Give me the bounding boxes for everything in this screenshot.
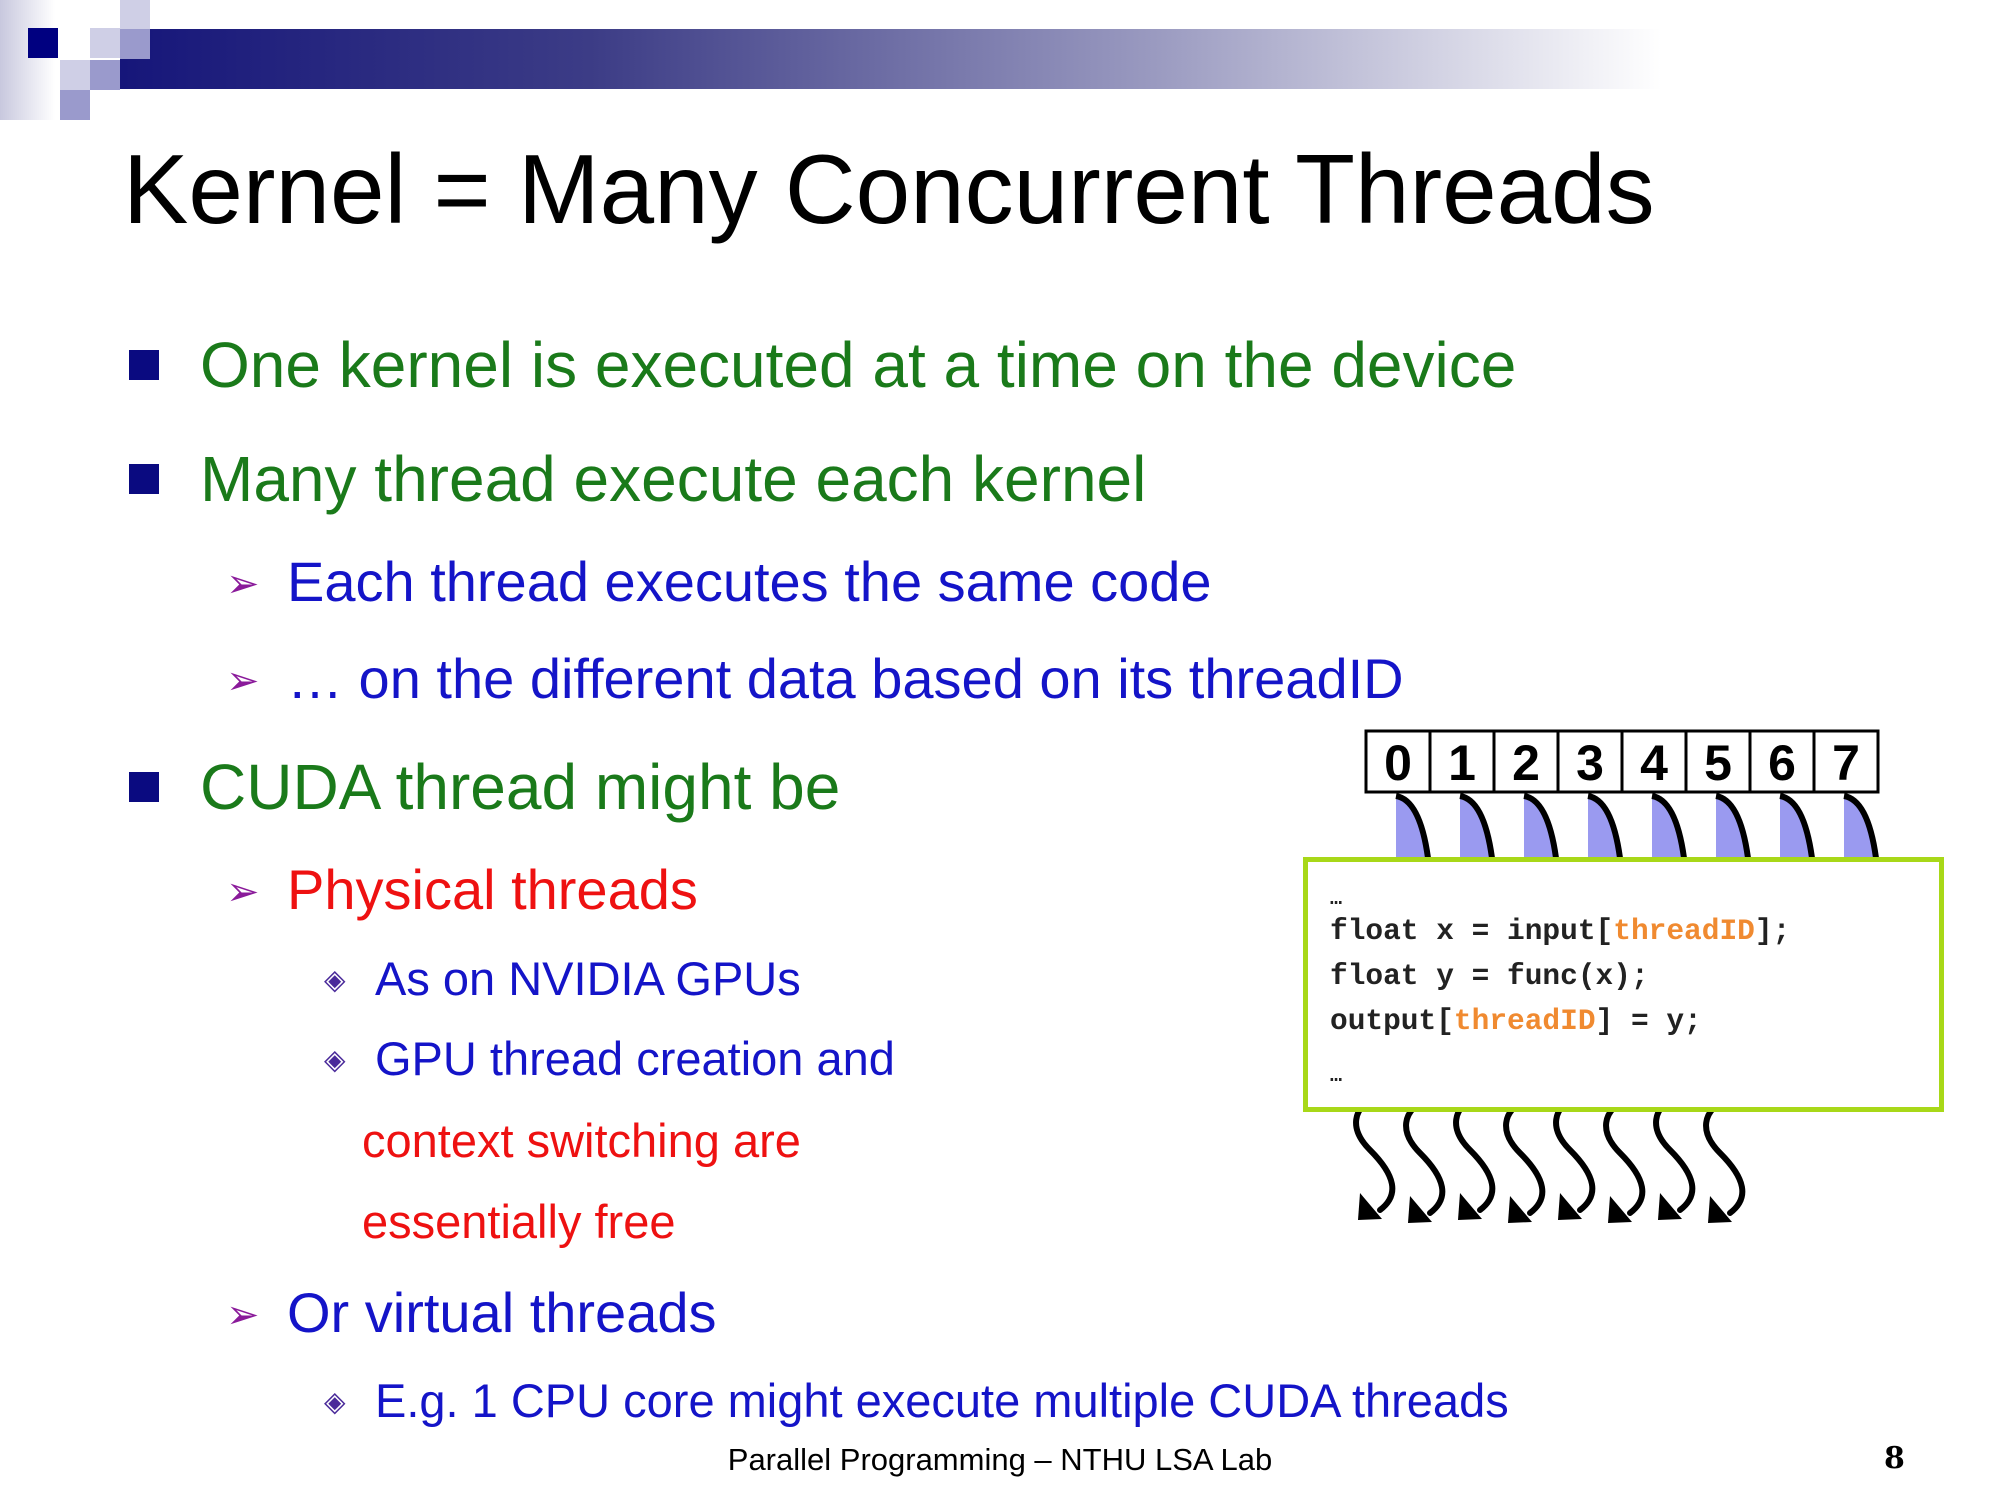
slide-footer: Parallel Programming – NTHU LSA Lab <box>727 1442 1273 1477</box>
thread-connector <box>1395 793 1431 859</box>
arrow-bullet-icon: ➢ <box>226 562 260 606</box>
header-gradient-bar <box>120 29 2000 89</box>
diamond-bullet-icon: ◈ <box>324 1386 346 1417</box>
thread-id-label: 7 <box>1832 735 1860 791</box>
code-text: output[ <box>1330 1004 1454 1038</box>
bullet-text: One kernel is executed at a time on the … <box>200 329 1517 401</box>
thread-tab <box>1780 796 1812 858</box>
bullet-text: E.g. 1 CPU core might execute multiple C… <box>375 1374 1509 1427</box>
thread-connector <box>1651 793 1687 859</box>
thread-id-cell <box>1684 729 1752 794</box>
arrowhead-icon <box>1408 1196 1432 1223</box>
thread-id-label: 6 <box>1768 735 1796 791</box>
thread-id-label: 2 <box>1512 735 1540 791</box>
squiggly-arrow-icon <box>1553 1092 1596 1213</box>
bullet-square-icon <box>129 350 159 380</box>
thread-connector <box>1523 793 1559 859</box>
diamond-bullet-icon: ◈ <box>324 1044 346 1075</box>
arrowhead-icon <box>1508 1196 1532 1223</box>
thread-id-cell <box>1620 729 1688 794</box>
arrowhead-icon <box>1608 1196 1632 1223</box>
squiggly-arrow-icon <box>1353 1092 1396 1213</box>
thread-id-label: 3 <box>1576 735 1604 791</box>
thread-tab <box>1460 796 1492 858</box>
code-line: float x = input[threadID]; <box>1330 914 1791 948</box>
thread-tab <box>1652 796 1684 858</box>
bullet-text: Or virtual threads <box>287 1281 717 1344</box>
bullet-text: CUDA thread might be <box>200 751 841 823</box>
page-number: 8 <box>1884 1441 1905 1476</box>
code-ellipsis: … <box>1330 1065 1343 1088</box>
thread-tab <box>1524 796 1556 858</box>
arrowhead-icon <box>1558 1193 1582 1220</box>
squiggly-arrow-icon <box>1703 1095 1746 1216</box>
thread-connector <box>1587 793 1623 859</box>
squiggly-arrow-icon <box>1603 1095 1646 1216</box>
squiggly-arrow-icon <box>1653 1092 1696 1213</box>
code-highlight: threadID <box>1453 1004 1596 1038</box>
arrowhead-icon <box>1458 1193 1482 1220</box>
decor-square <box>90 60 120 90</box>
arrowhead-icon <box>1358 1193 1382 1220</box>
bullet-text: Each thread executes the same code <box>287 550 1212 613</box>
thread-id-label: 0 <box>1384 735 1412 791</box>
code-line: output[threadID] = y; <box>1330 1004 1702 1038</box>
bullet-text: As on NVIDIA GPUs <box>375 952 801 1005</box>
code-highlight: threadID <box>1613 914 1755 948</box>
thread-tab <box>1588 796 1620 858</box>
bullet-text: Physical threads <box>287 858 698 921</box>
decor-square <box>120 29 150 59</box>
left-fade-strip <box>0 0 55 120</box>
bullet-text: context switching are <box>362 1114 801 1167</box>
decor-square <box>60 60 90 90</box>
thread-connector <box>1459 793 1495 859</box>
arrow-bullet-icon: ➢ <box>226 659 260 703</box>
thread-tab <box>1396 796 1428 858</box>
squiggly-arrow-icon <box>1453 1092 1496 1213</box>
diamond-bullet-icon: ◈ <box>324 964 346 995</box>
thread-id-label: 1 <box>1448 735 1476 791</box>
bullet-text: GPU thread creation and <box>375 1032 895 1085</box>
thread-id-label: 5 <box>1704 735 1732 791</box>
code-text: ] = y; <box>1595 1004 1702 1038</box>
thread-id-label: 4 <box>1640 735 1668 791</box>
bullet-square-icon <box>129 464 159 494</box>
bullet-square-icon <box>129 772 159 802</box>
thread-connector <box>1779 793 1815 859</box>
thread-id-cell <box>1812 729 1880 794</box>
code-box: … float x = input[threadID]; float y = f… <box>1303 857 1944 1112</box>
code-line: float y = func(x); <box>1330 959 1649 993</box>
arrowhead-icon <box>1708 1196 1732 1223</box>
code-text: float x = input[ <box>1330 914 1614 948</box>
arrow-bullet-icon: ➢ <box>226 870 260 914</box>
arrow-bullet-icon: ➢ <box>226 1293 260 1337</box>
decor-square <box>90 28 120 58</box>
decor-square <box>60 90 90 120</box>
bullet-text: essentially free <box>362 1195 676 1248</box>
decor-square <box>120 0 150 30</box>
thread-id-cell <box>1556 729 1624 794</box>
thread-connector <box>1715 793 1751 859</box>
thread-id-cell <box>1748 729 1816 794</box>
squiggly-arrow-icon <box>1403 1095 1446 1216</box>
arrowhead-icon <box>1658 1193 1682 1220</box>
decor-square <box>28 28 58 58</box>
code-ellipsis: … <box>1330 888 1343 911</box>
slide-title: Kernel = Many Concurrent Threads <box>123 134 1655 244</box>
thread-connector <box>1843 793 1879 859</box>
thread-tab <box>1844 796 1876 858</box>
bullet-text: Many thread execute each kernel <box>200 443 1147 515</box>
code-text: ]; <box>1754 914 1791 948</box>
bullet-text: … on the different data based on its thr… <box>287 647 1404 710</box>
squiggly-arrow-icon <box>1503 1095 1546 1216</box>
thread-tab <box>1716 796 1748 858</box>
